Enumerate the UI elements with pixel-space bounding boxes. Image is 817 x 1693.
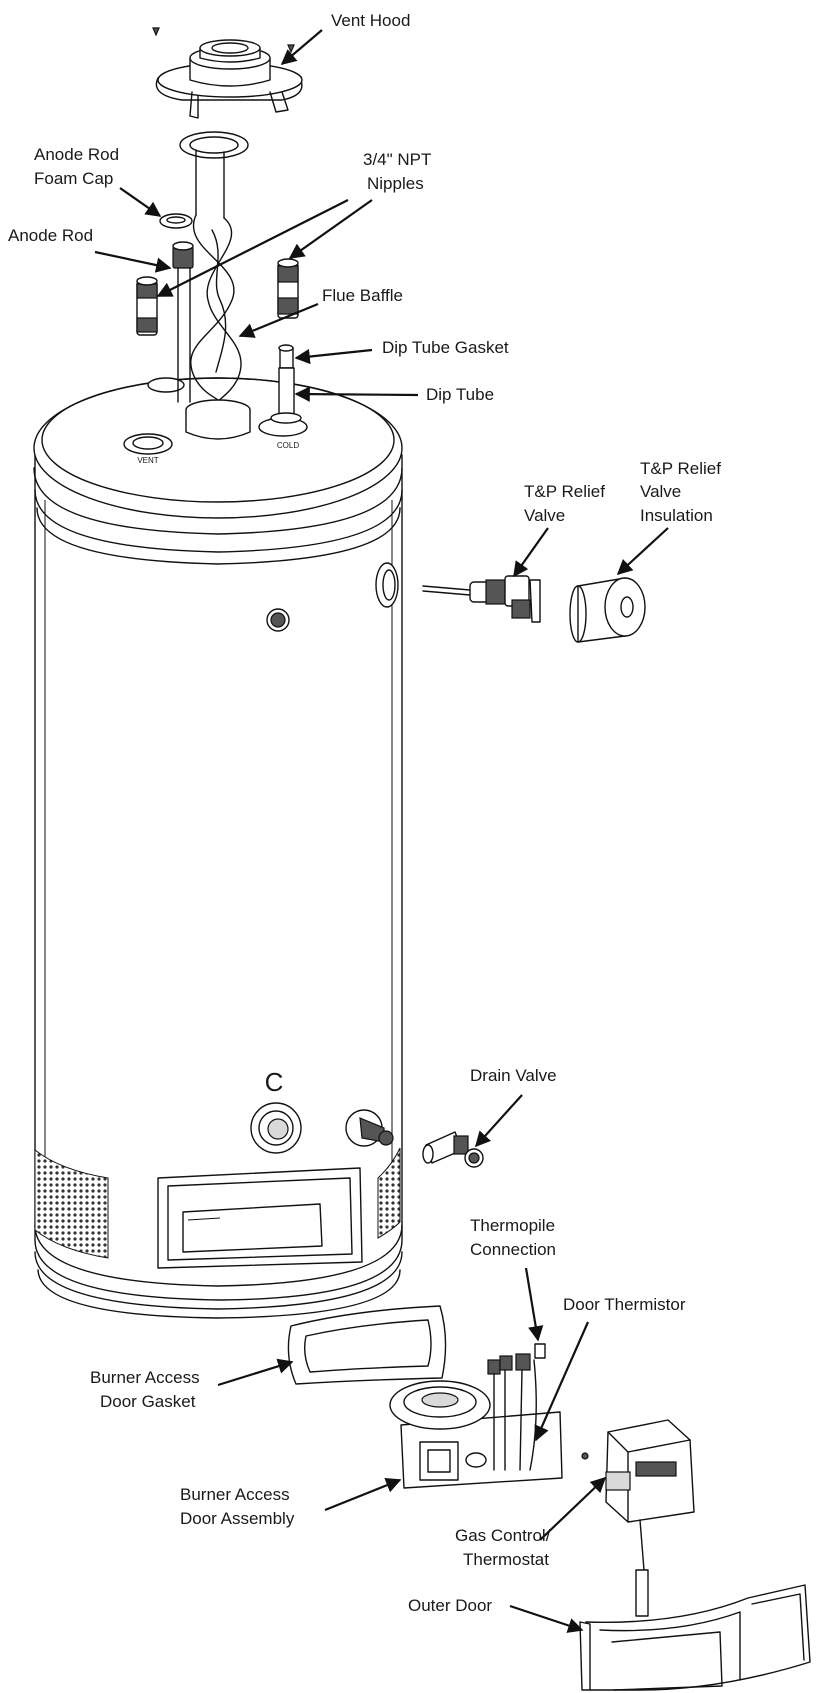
label-vent-hood: Vent Hood — [331, 11, 410, 30]
cold-marking: COLD — [277, 441, 299, 450]
anode-rod-foam-cap — [159, 213, 193, 229]
burner-access-door-gasket — [287, 1305, 447, 1385]
vent-hood — [152, 27, 303, 119]
outer-door — [579, 1584, 811, 1691]
label-thermopile-line2: Connection — [470, 1240, 556, 1259]
arrow-burner-gasket — [217, 1358, 294, 1387]
label-burner-gasket-line1: Burner Access — [90, 1368, 200, 1387]
arrow-anode-foam-cap — [119, 187, 162, 217]
label-gas-control-line1: Gas Control/ — [455, 1526, 551, 1545]
gas-control-thermostat — [581, 1419, 695, 1617]
label-outer-door: Outer Door — [408, 1596, 492, 1615]
drain-valve — [422, 1131, 484, 1168]
arrow-outer-door — [509, 1604, 584, 1633]
leader-lines — [94, 29, 669, 1633]
label-tp-valve-line2: Valve — [524, 506, 565, 525]
dip-tube — [270, 344, 302, 424]
cold-inlet-letter: C — [265, 1067, 284, 1097]
label-npt-line1: 3/4" NPT — [363, 150, 431, 169]
label-tp-insulation-line3: Insulation — [640, 506, 713, 525]
arrow-burner-door-assembly — [324, 1477, 402, 1512]
label-npt-line2: Nipples — [367, 174, 424, 193]
npt-nipple-left — [136, 276, 158, 336]
label-burner-gasket-line2: Door Gasket — [100, 1392, 196, 1411]
arrow-vent-hood — [280, 29, 323, 65]
label-tp-insulation-line2: Valve — [640, 482, 681, 501]
arrow-dip-tube — [294, 386, 419, 402]
burner-access-door-assembly — [389, 1343, 563, 1489]
anode-rod — [172, 241, 194, 403]
water-heater-tank: VENT COLD C — [33, 377, 403, 1319]
label-tp-valve-line1: T&P Relief — [524, 482, 605, 501]
label-anode-foam-cap-line2: Foam Cap — [34, 169, 113, 188]
flue-baffle — [179, 131, 251, 440]
label-dip-tube-gasket: Dip Tube Gasket — [382, 338, 509, 357]
label-drain-valve: Drain Valve — [470, 1066, 557, 1085]
label-burner-assembly-line2: Door Assembly — [180, 1509, 295, 1528]
arrow-dip-tube-gasket — [294, 348, 373, 365]
label-burner-assembly-line1: Burner Access — [180, 1485, 290, 1504]
label-gas-control-line2: Thermostat — [463, 1550, 549, 1569]
vent-marking: VENT — [137, 456, 158, 465]
arrow-tp-insulation — [616, 527, 669, 576]
label-door-thermistor: Door Thermistor — [563, 1295, 686, 1314]
label-tp-insulation-line1: T&P Relief — [640, 459, 721, 478]
label-thermopile-line1: Thermopile — [470, 1216, 555, 1235]
arrow-door-thermistor — [534, 1321, 590, 1442]
arrow-anode-rod — [94, 250, 172, 273]
arrow-thermopile-connection — [524, 1267, 544, 1342]
label-dip-tube: Dip Tube — [426, 385, 494, 404]
label-anode-foam-cap-line1: Anode Rod — [34, 145, 119, 164]
label-flue-baffle: Flue Baffle — [322, 286, 403, 305]
tp-relief-valve — [422, 575, 541, 623]
part-labels: Vent Hood Anode Rod Foam Cap 3/4" NPT Ni… — [8, 11, 721, 1615]
arrow-npt-nipple-right — [288, 199, 373, 259]
arrow-gas-control — [539, 1476, 607, 1541]
tp-relief-valve-insulation — [569, 577, 646, 643]
arrow-tp-relief-valve — [513, 527, 549, 578]
arrow-npt-nipple-left — [156, 199, 349, 297]
arrow-flue-baffle — [238, 302, 319, 338]
npt-nipple-right — [277, 258, 299, 319]
label-anode-rod: Anode Rod — [8, 226, 93, 245]
arrow-drain-valve — [474, 1094, 523, 1148]
